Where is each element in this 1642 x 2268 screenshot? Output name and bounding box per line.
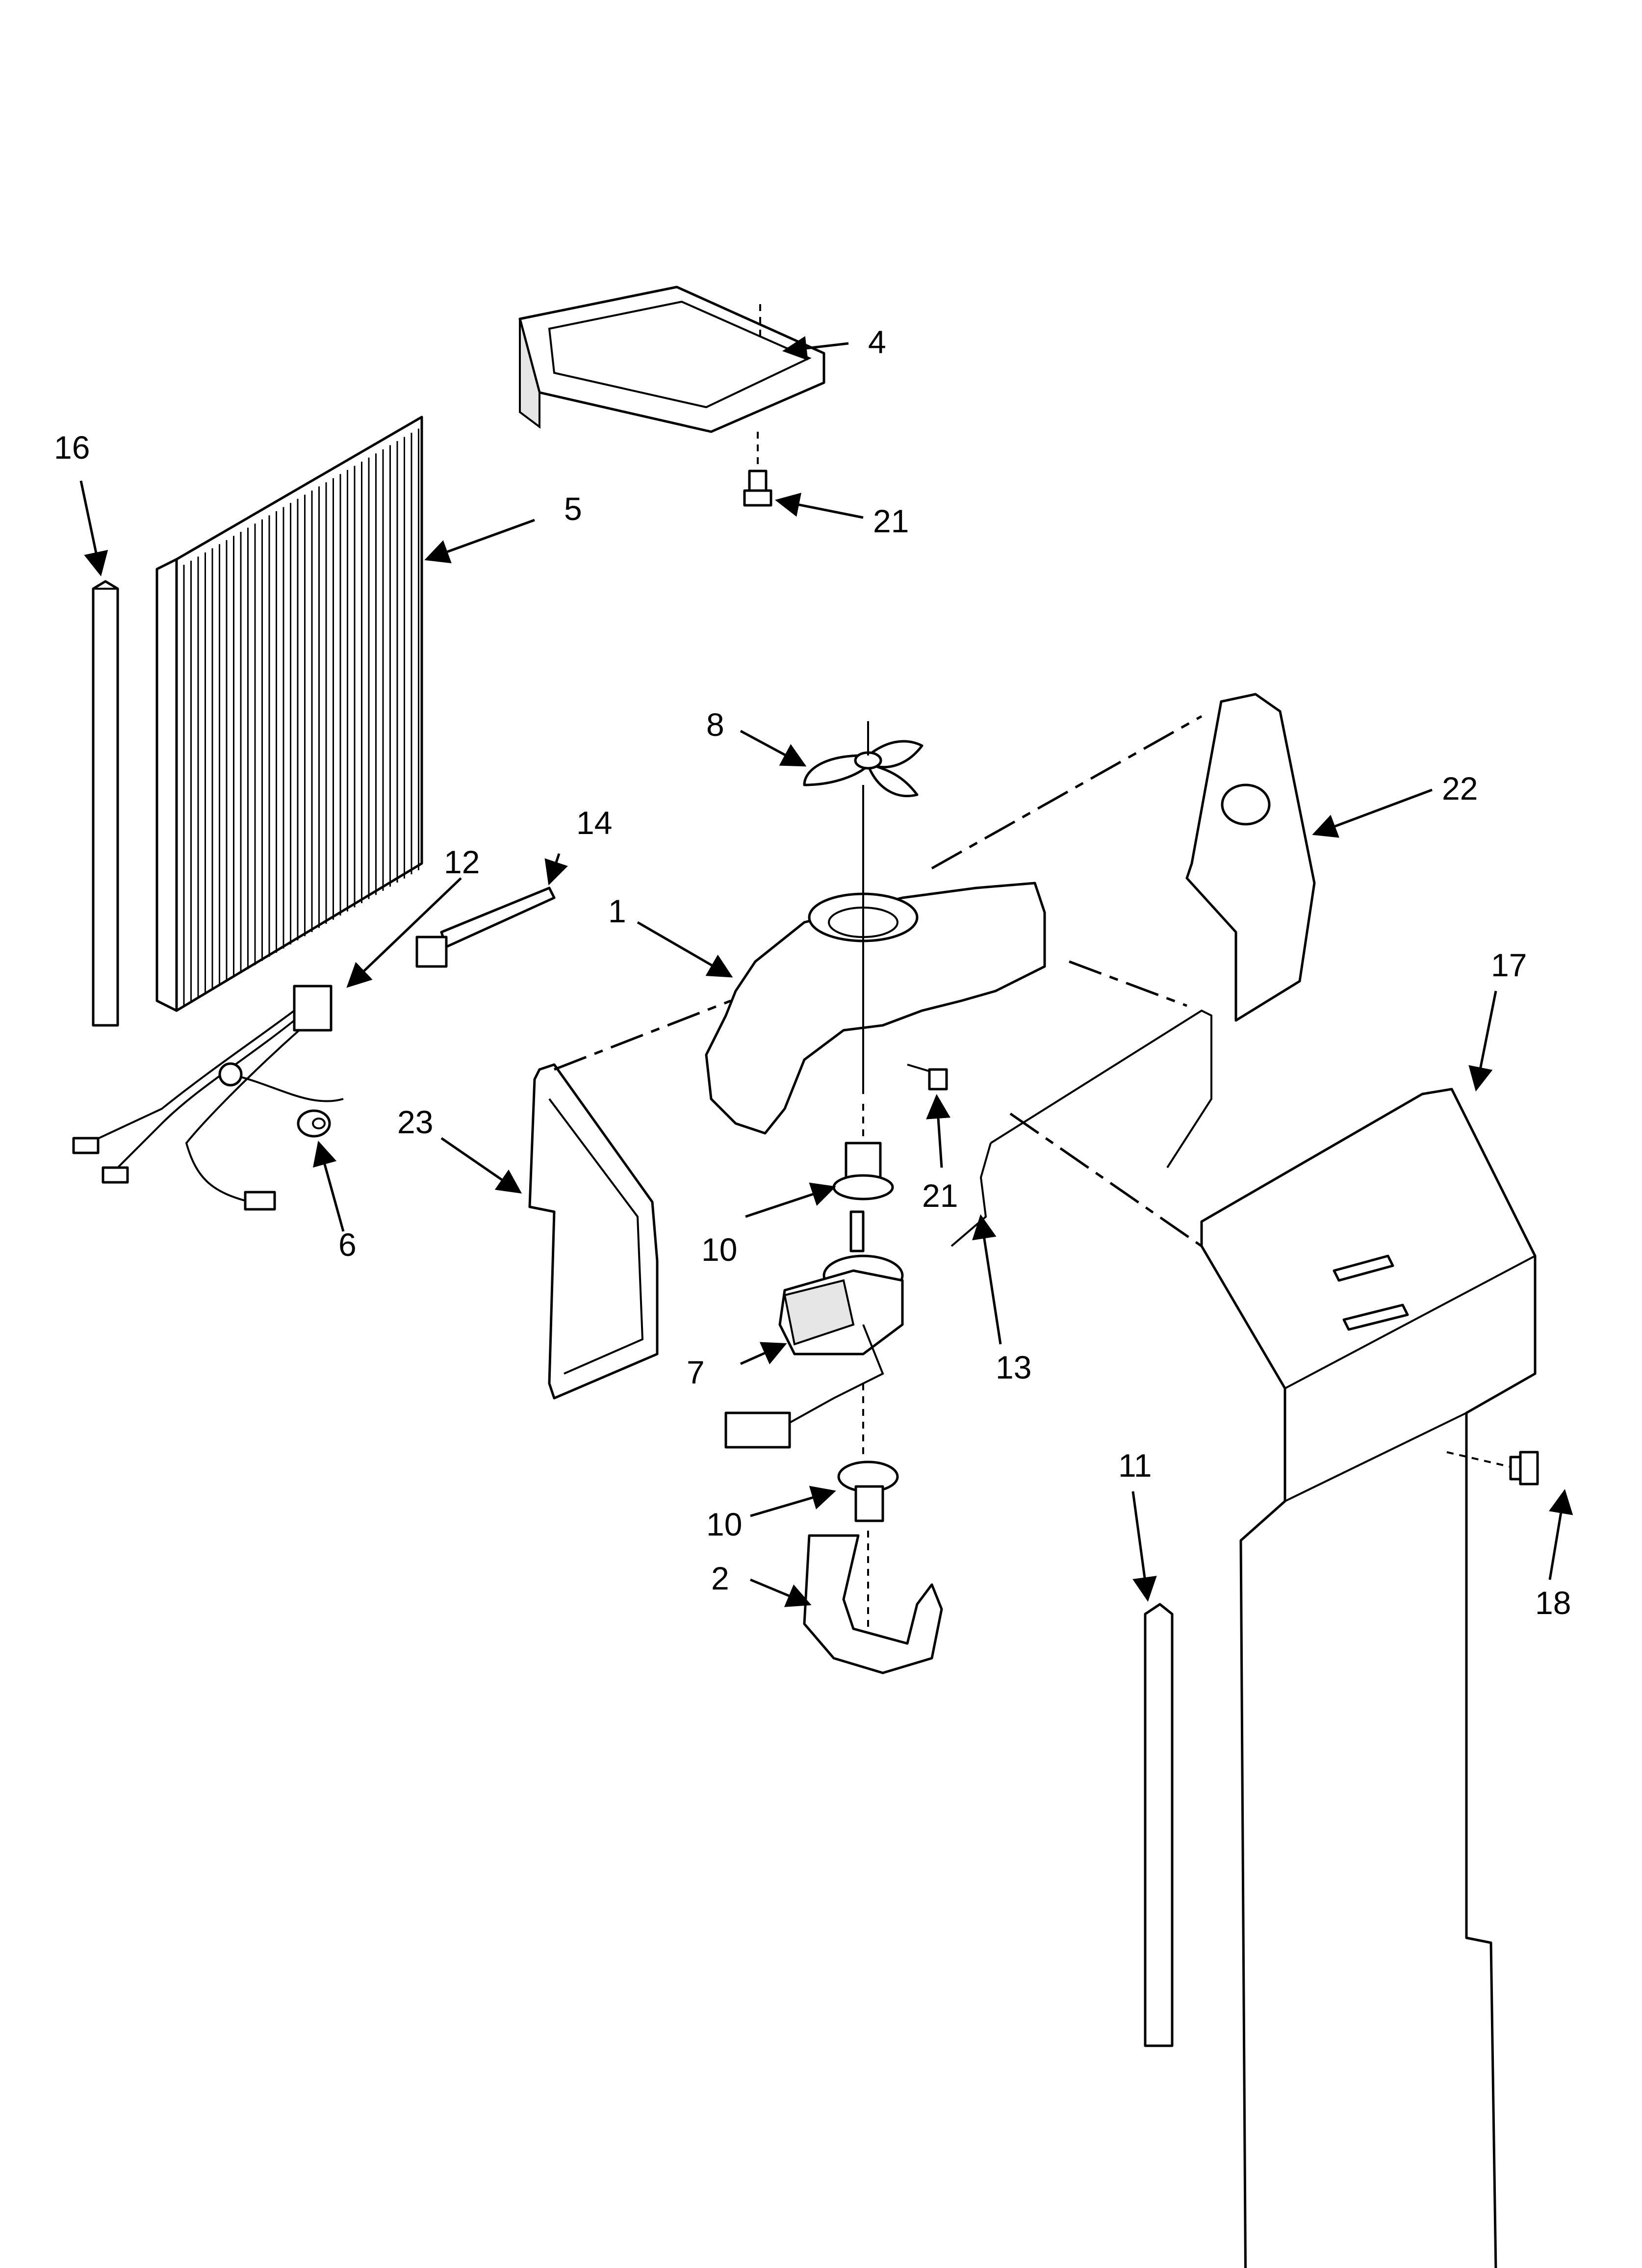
part-13-wire-bracket: [950, 1009, 1212, 1247]
callout-8: 8: [706, 706, 724, 743]
part-23-baffle-left: [528, 1063, 659, 1400]
part-8-fan-blade: [803, 721, 924, 797]
callout-21-mid: 21: [922, 1177, 958, 1214]
callout-10-lower: 10: [706, 1506, 742, 1542]
callout-5: 5: [564, 491, 582, 527]
part-6-grommet: [297, 1109, 331, 1138]
callout-13: 13: [996, 1349, 1031, 1385]
callout-6: 6: [338, 1226, 357, 1263]
callout-17: 17: [1491, 947, 1527, 983]
callout-14: 14: [576, 805, 612, 841]
part-12-wire-harness: [72, 985, 344, 1211]
callout-16: 16: [54, 429, 90, 466]
part-14-cable-tie: [415, 886, 556, 968]
part-11-foam-strip: [1144, 1603, 1174, 2047]
part-18-screw: [1446, 1451, 1539, 1486]
part-4-duct-cover: [518, 286, 825, 433]
part-10-motor-mount-lower: [837, 1383, 899, 1522]
alignment-lines: [554, 715, 1203, 1248]
part-22-baffle-right: [1185, 693, 1316, 1022]
part-16-foam-strip: [92, 580, 119, 1027]
callout-10-upper: 10: [701, 1231, 737, 1268]
part-7-fan-motor: [724, 1210, 904, 1449]
callout-1: 1: [608, 893, 626, 929]
part-2-motor-bracket: [803, 1531, 943, 1674]
callout-7: 7: [687, 1354, 705, 1390]
callout-11: 11: [1118, 1447, 1152, 1484]
part-17-rear-cover: [1200, 1088, 1537, 2268]
leader-lines: [79, 336, 1573, 1607]
callout-12: 12: [444, 844, 480, 880]
callout-labels: 4 21 5 16 14 12 1 8 22 17 6 23 21 10 7 1…: [54, 324, 1571, 1621]
callout-22: 22: [1442, 770, 1478, 807]
callout-4: 4: [868, 324, 886, 360]
callout-18: 18: [1535, 1585, 1571, 1621]
callout-21-top: 21: [873, 503, 909, 539]
part-21-screw-mid: [907, 1064, 948, 1091]
part-5-evaporator: [155, 416, 423, 1012]
part-10-motor-mount-upper: [832, 1104, 894, 1200]
callout-23: 23: [397, 1104, 433, 1140]
part-1-fan-shroud: [705, 785, 1046, 1135]
callout-2: 2: [711, 1560, 729, 1596]
part-21-screw-top: [743, 432, 772, 507]
